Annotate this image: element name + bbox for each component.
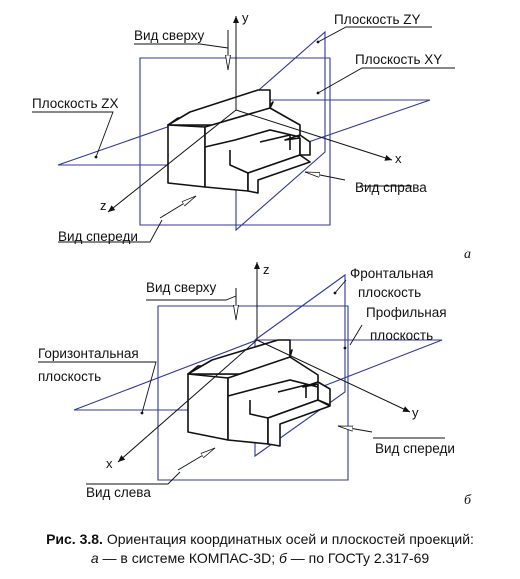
axis-z-a (107, 109, 237, 213)
leader-horizontal-b (38, 361, 157, 414)
plane-xy-a (139, 57, 331, 226)
leader-top-view-a (134, 43, 229, 49)
caption-text-a: — в системе КОМПАС-3D; (98, 550, 279, 566)
caption-line-2: а — в системе КОМПАС-3D; б — по ГОСТу 2.… (0, 549, 520, 568)
label-plane-zx-a: Плоскость ZX (32, 96, 119, 111)
letter-a: а (464, 247, 471, 262)
leader-frontal-b (334, 279, 347, 294)
label-front-view-b: Вид спереди (375, 441, 455, 456)
leader-profile-b (349, 324, 363, 346)
axis-z-label-a: z (100, 198, 107, 213)
axis-x-label-b: x (106, 456, 113, 471)
leader-zy-a (317, 26, 432, 43)
caption-letter-b: б (278, 550, 287, 566)
label-profile-2-b: плоскость (370, 328, 433, 343)
plane-frontal-b (157, 305, 349, 481)
left-view-arrow-b (177, 447, 215, 471)
leader-xy-a (317, 67, 455, 94)
label-plane-zy-a: Плоскость ZY (334, 12, 421, 27)
label-frontal-2-b: плоскость (358, 285, 421, 300)
label-top-view-b: Вид сверху (146, 280, 217, 295)
letter-b: б (464, 493, 472, 508)
label-top-view-a: Вид сверху (134, 28, 205, 43)
leader-front-view-a (58, 219, 163, 243)
label-left-view-b: Вид слева (86, 485, 151, 500)
axis-y-b (256, 339, 411, 413)
part-b (187, 339, 331, 447)
axis-y-label-b: y (412, 405, 419, 420)
label-front-view-a: Вид спереди (58, 229, 138, 244)
diagram-a: y x z Вид сверху Плоскость ZY Плоскость … (32, 10, 471, 262)
label-frontal-1-b: Фронтальная (350, 266, 433, 281)
axis-x-a (235, 109, 393, 161)
axis-z-label-b: z (263, 262, 270, 277)
leader-left-view-b (86, 471, 181, 485)
front-view-arrow-b (338, 425, 373, 433)
label-right-view-a: Вид справа (355, 180, 427, 195)
label-horizontal-1-b: Горизонтальная (38, 346, 139, 361)
label-profile-1-b: Профильная (366, 305, 447, 320)
caption-line-1: Рис. 3.8. Ориентация координатных осей и… (0, 530, 520, 549)
label-plane-xy-a: Плоскость XY (355, 52, 442, 67)
front-view-arrow-a (159, 195, 196, 219)
caption-letter-a: а (90, 550, 99, 566)
caption-number: Рис. 3.8. (46, 531, 103, 547)
figure-caption: Рис. 3.8. Ориентация координатных осей и… (0, 530, 520, 568)
right-view-arrow-a (305, 171, 346, 181)
part-a (167, 89, 311, 194)
axis-y-label-a: y (242, 10, 249, 25)
axis-x-label-a: x (395, 151, 402, 166)
leader-top-view-b (146, 295, 237, 301)
label-horizontal-2-b: плоскость (38, 369, 101, 384)
caption-title: Ориентация координатных осей и плоскосте… (106, 531, 474, 547)
axis-x-b (117, 339, 258, 463)
caption-text-b: — по ГОСТу 2.317-69 (286, 550, 430, 566)
leader-zx-a (32, 111, 114, 158)
diagram-b: z y x Вид сверху Фронтальная плоскость П… (38, 262, 472, 508)
